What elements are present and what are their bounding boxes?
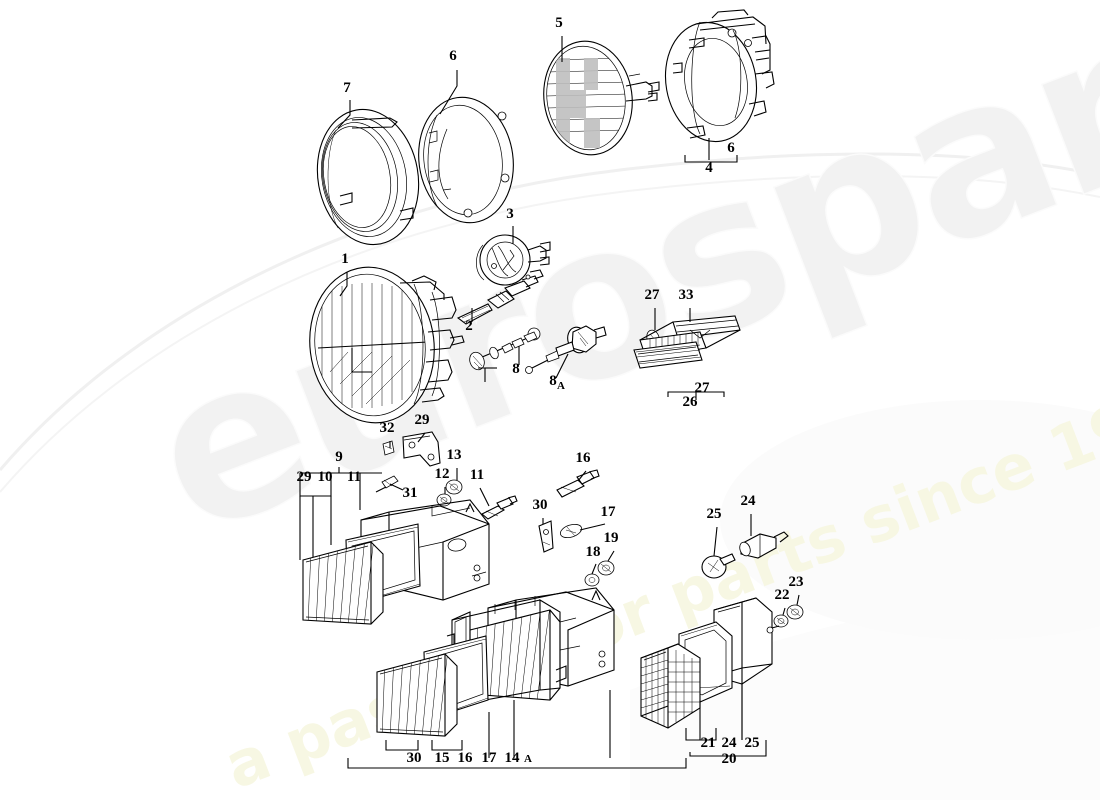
bracket-9-group — [299, 467, 382, 560]
callout-c22: 22 — [775, 587, 790, 603]
part-30-clip — [538, 520, 554, 553]
callout-c7: 7 — [343, 80, 351, 96]
callout-c23: 23 — [789, 574, 804, 590]
callout-c10: 10 — [318, 469, 333, 485]
part-4-headlamp-bucket — [664, 9, 775, 143]
part-23-nut — [786, 604, 804, 620]
callout-c17b: 17 — [482, 750, 498, 766]
bracket-27-26 — [667, 391, 725, 400]
callout-c13: 13 — [447, 447, 462, 463]
part-2-halogen-bulb — [456, 269, 544, 325]
callout-c5: 5 — [555, 15, 563, 31]
callout-c11b: 11 — [470, 467, 484, 483]
callout-c18: 18 — [586, 544, 601, 560]
part-31-screw — [375, 475, 399, 493]
part-11-bulb-right — [481, 495, 518, 520]
callout-c14: 14 — [505, 750, 521, 766]
part-17-bulb — [559, 523, 583, 539]
callout-c24b: 24 — [722, 735, 738, 751]
callout-c19: 19 — [604, 530, 619, 546]
part-6-retaining-ring-left — [418, 96, 514, 224]
part-29-lens-upper — [302, 541, 384, 625]
callout-c27a: 27 — [645, 287, 661, 303]
part-30-lens-lower — [376, 653, 458, 737]
callout-c8: 8 — [512, 361, 520, 377]
part-22-washer — [773, 614, 789, 628]
part-16-bulb — [556, 469, 600, 498]
callout-c16: 16 — [576, 450, 592, 466]
leader-lines — [337, 36, 800, 740]
part-24-bulb-socket — [739, 531, 789, 559]
callout-c11a: 11 — [347, 469, 361, 485]
callout-c14A: A — [524, 753, 532, 765]
callout-c15: 15 — [435, 750, 450, 766]
bracket-bottom-left — [347, 690, 687, 769]
part-21-turn-signal-lens — [640, 643, 701, 729]
part-14a-rect-headlamp-assembly — [446, 587, 615, 707]
callout-c24a: 24 — [741, 493, 757, 509]
callout-c8a_num: 8 — [549, 373, 557, 389]
callout-c6a: 6 — [449, 48, 457, 64]
callout-c25a: 25 — [707, 506, 722, 522]
callout-c20: 20 — [722, 751, 737, 767]
part-5-round-sealed-beam — [543, 40, 660, 156]
callout-c25b: 25 — [745, 735, 760, 751]
callout-c8a_sub: A — [557, 380, 565, 392]
part-25-bulb — [701, 553, 736, 579]
callout-c29b: 29 — [297, 469, 312, 485]
part-1-round-headlamp — [309, 266, 465, 424]
part-26-marker-gasket — [633, 341, 703, 369]
callout-c30a: 30 — [533, 497, 548, 513]
callout-c26: 26 — [683, 394, 699, 410]
callout-c32: 32 — [380, 420, 395, 436]
part-29-bracket — [402, 431, 441, 467]
part-32-clip — [382, 440, 395, 456]
part-3-bulb-socket-plate — [476, 234, 551, 286]
part-13-nut — [445, 479, 463, 495]
callout-c3: 3 — [506, 206, 514, 222]
callout-c4: 4 — [705, 160, 713, 176]
callout-c1: 1 — [341, 251, 349, 267]
callout-c29a: 29 — [415, 412, 430, 428]
callout-c12: 12 — [435, 466, 450, 482]
callout-c31: 31 — [403, 485, 418, 501]
callout-c9: 9 — [335, 449, 343, 465]
callout-c27b: 27 — [695, 380, 711, 396]
callout-c6b: 6 — [727, 140, 735, 156]
callout-c2: 2 — [465, 318, 473, 334]
callout-c30b: 30 — [407, 750, 422, 766]
part-18-washer — [584, 573, 600, 587]
callout-c33: 33 — [679, 287, 694, 303]
part-8-adjuster-screw — [469, 327, 541, 371]
callout-c17: 17 — [601, 504, 617, 520]
part-19-nut — [597, 560, 615, 576]
part-7-trim-ring — [316, 108, 420, 246]
callout-c16b: 16 — [458, 750, 474, 766]
part-8a-adjuster-assembly — [525, 325, 607, 374]
callout-c21: 21 — [701, 735, 716, 751]
